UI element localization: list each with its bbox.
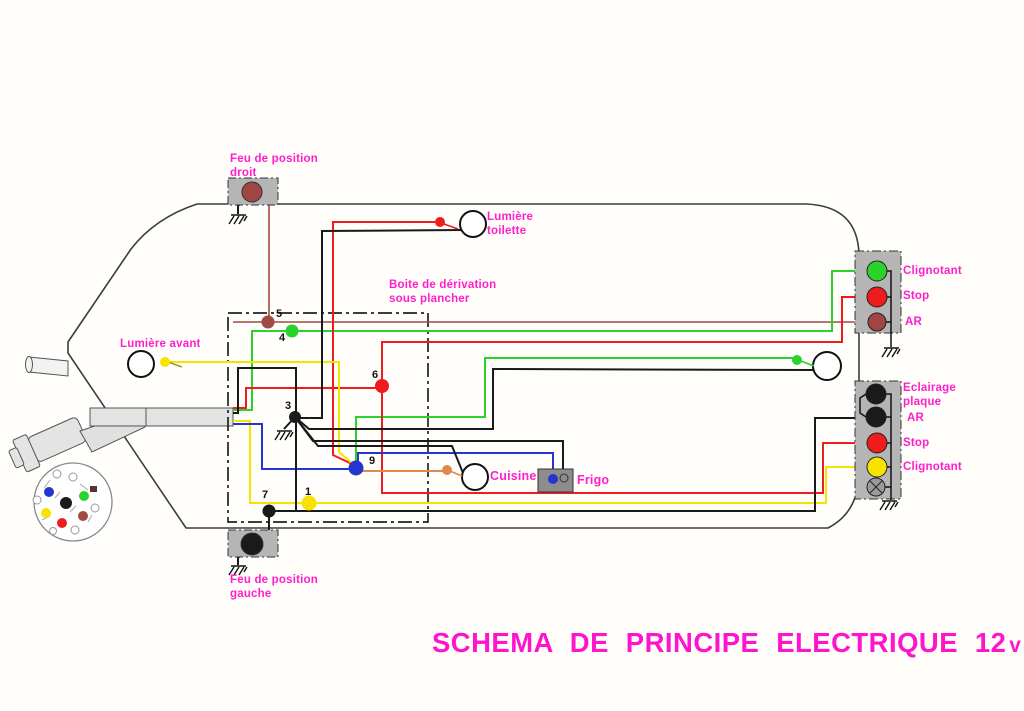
node-7	[262, 504, 276, 518]
node-label-5: 5	[276, 308, 283, 320]
rear-light-cluster-bottom	[854, 380, 902, 500]
feu-position-droit-fixture	[227, 177, 279, 206]
label-stop-bottom: Stop	[903, 437, 930, 449]
lumiere-avant-lamp	[127, 350, 183, 378]
node-5	[261, 315, 275, 329]
label-clignotant-bottom: Clignotant	[903, 461, 962, 473]
wire-green-rear-lamp	[355, 357, 793, 464]
ground-icon	[228, 565, 248, 576]
ground-icon	[881, 347, 901, 358]
node-label-4: 4	[279, 332, 286, 344]
label-ar-bottom: AR	[907, 412, 925, 424]
label-feu-position-droit: Feu de position droit	[230, 153, 318, 179]
eclairage-plaque-lamp	[865, 383, 887, 405]
wire-red-stop	[233, 296, 866, 494]
frigo-unit	[537, 468, 574, 493]
node-4	[285, 324, 299, 338]
title-text: SCHEMA DE PRINCIPE ELECTRIQUE 12	[432, 627, 1007, 658]
title-unit: v	[1009, 634, 1022, 657]
cuisine-lamp	[442, 463, 489, 491]
tow-bar	[25, 356, 69, 377]
node-1	[301, 495, 317, 511]
feu-droit-lamp	[241, 181, 263, 203]
ground-symbols	[228, 214, 901, 576]
rear-light-cluster-top	[854, 250, 902, 347]
label-cuisine: Cuisine	[490, 469, 537, 483]
label-lumiere-toilette: Lumière toilette	[487, 211, 534, 237]
label-eclairage-plaque: Eclairage plaque	[903, 382, 956, 408]
label-feu-position-gauche: Feu de position gauche	[230, 574, 318, 600]
caravan-outline	[67, 203, 860, 529]
clignotant-top-lamp	[866, 260, 888, 282]
clignotant-bottom-lamp	[866, 456, 888, 478]
label-clignotant-top: Clignotant	[903, 265, 962, 277]
node-9	[348, 460, 364, 476]
node-3	[289, 411, 301, 423]
stop-top-lamp	[866, 286, 888, 308]
label-stop-top: Stop	[903, 290, 930, 302]
wire-brown	[233, 191, 866, 323]
node-label-3: 3	[285, 400, 292, 412]
wire-green-clignotant	[233, 270, 866, 411]
wire-yellow	[169, 361, 866, 504]
junction-nodes	[261, 315, 389, 518]
ground-icon	[228, 214, 248, 225]
node-label-1: 1	[305, 486, 312, 498]
wire-black	[233, 197, 866, 565]
ar-bottom-lamp	[865, 406, 887, 428]
label-frigo: Frigo	[577, 473, 610, 487]
rear-lamp-switch	[792, 355, 802, 365]
node-6	[375, 379, 389, 393]
cuisine-switch	[442, 465, 452, 475]
label-boite-derivation: Boite de dérivation sous plancher	[389, 279, 497, 305]
avant-switch	[160, 357, 170, 367]
feu-position-gauche-fixture	[227, 529, 279, 558]
rear-interior-lamp	[792, 351, 842, 381]
node-label-6: 6	[372, 369, 379, 381]
lamp-symbol-icon	[866, 477, 886, 497]
ground-icon	[274, 430, 294, 441]
ground-icon	[879, 500, 899, 511]
feu-gauche-lamp	[240, 532, 264, 556]
seven-pin-connector-diagram	[32, 462, 113, 542]
ar-top-lamp	[867, 312, 887, 332]
node-label-9: 9	[369, 455, 376, 467]
toilette-switch	[435, 217, 445, 227]
node-label-7: 7	[262, 489, 269, 501]
lumiere-toilette-lamp	[435, 210, 487, 238]
label-ar-top: AR	[905, 316, 923, 328]
stop-bottom-lamp	[866, 432, 888, 454]
wire-red-toilette	[332, 221, 435, 466]
label-lumiere-avant: Lumière avant	[120, 338, 201, 350]
cable-bar	[89, 407, 234, 427]
